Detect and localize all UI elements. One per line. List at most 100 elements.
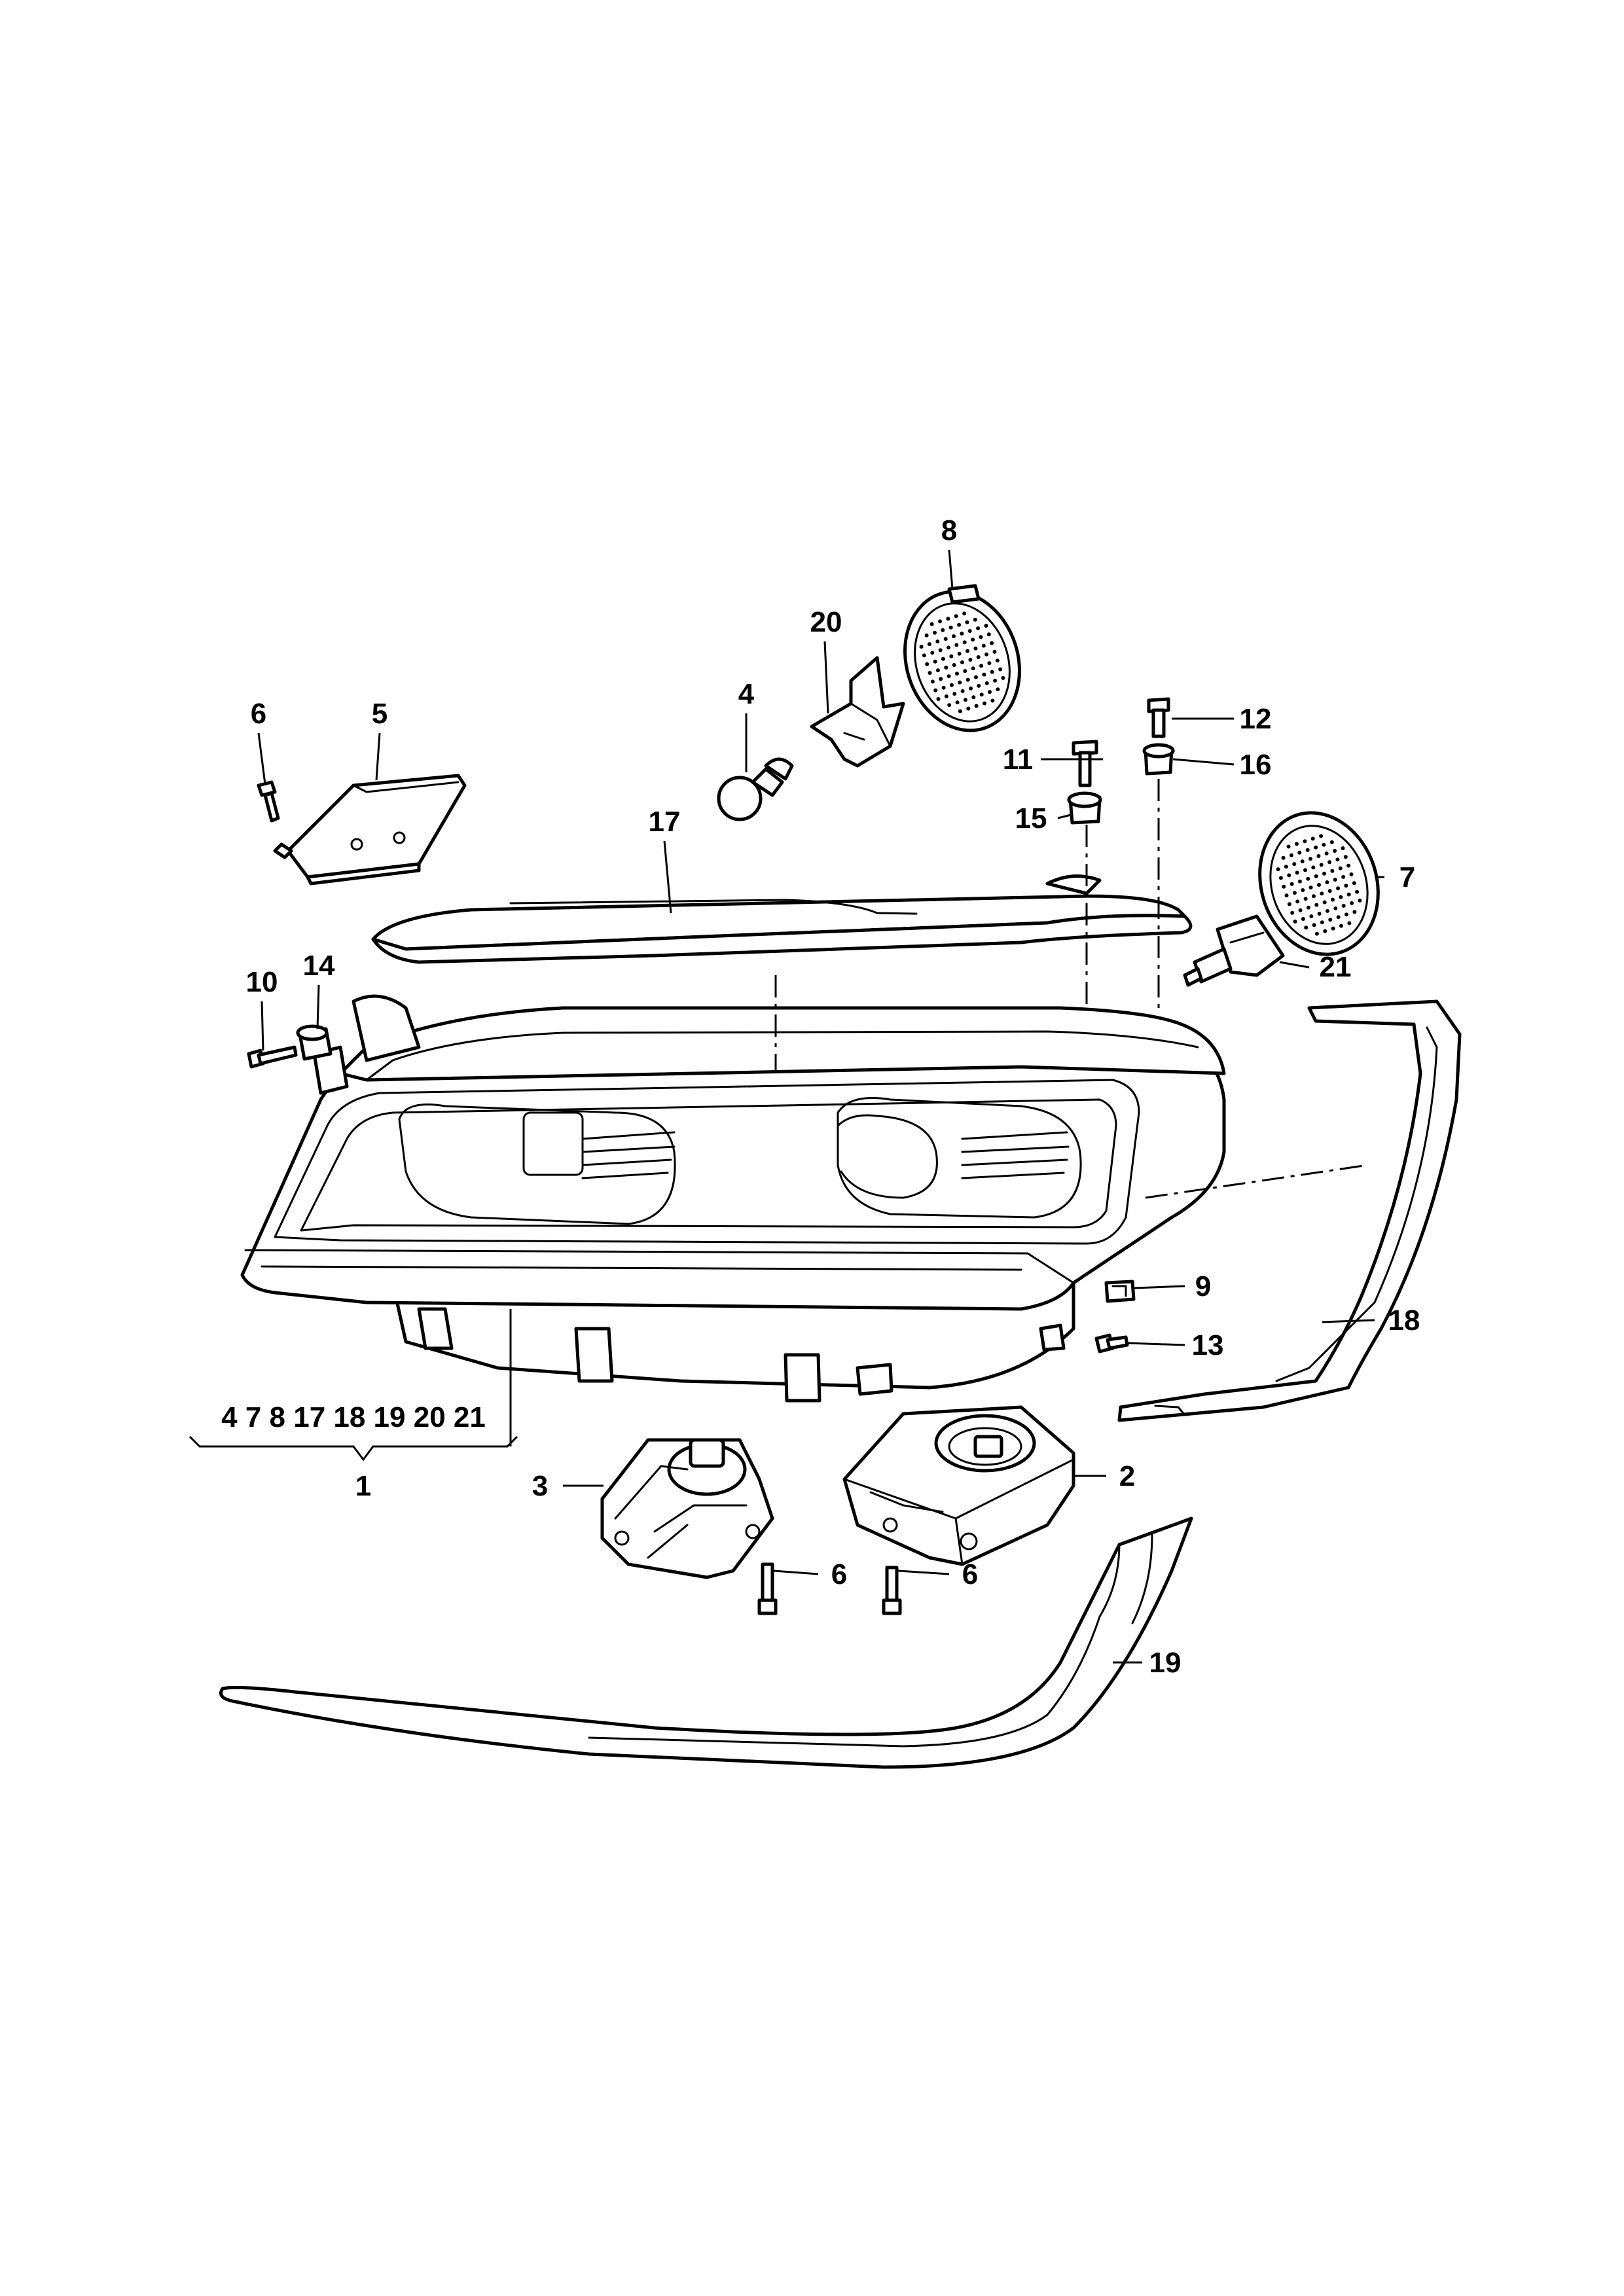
cap-texture-dot bbox=[938, 648, 943, 653]
cap-texture-dot bbox=[1344, 912, 1348, 917]
cap-texture-dot bbox=[1343, 855, 1348, 859]
cap-texture-dot bbox=[1320, 891, 1324, 896]
cap-texture-dot bbox=[1311, 865, 1316, 870]
callout-6-top: 6 bbox=[251, 698, 266, 730]
cap-texture-dot bbox=[1292, 862, 1297, 867]
cap-texture-dot bbox=[1333, 849, 1337, 853]
cap-texture-dot bbox=[928, 671, 932, 675]
callout-20: 20 bbox=[810, 606, 842, 638]
cap-texture-dot bbox=[929, 622, 934, 626]
cap-texture-dot bbox=[925, 662, 929, 666]
bulb-icon bbox=[717, 757, 794, 821]
cap-texture-dot bbox=[992, 649, 997, 654]
cap-texture-dot bbox=[1322, 871, 1326, 876]
cap-texture-dot bbox=[965, 620, 969, 624]
cap-texture-dot bbox=[1333, 878, 1337, 882]
cap-texture-dot bbox=[1349, 872, 1354, 876]
cap-texture-dot bbox=[935, 668, 940, 673]
cap-texture-dot bbox=[1341, 874, 1346, 879]
cap-texture-dot bbox=[1314, 845, 1318, 850]
cap-texture-dot bbox=[1295, 870, 1299, 875]
cap-texture-dot bbox=[1326, 908, 1329, 913]
cap-texture-dot bbox=[1297, 879, 1302, 884]
cap-texture-dot bbox=[1352, 881, 1356, 886]
leader-lines bbox=[257, 549, 1384, 1664]
cap-texture-dot bbox=[1290, 882, 1294, 886]
cap-texture-dot bbox=[1303, 839, 1307, 844]
cap-texture-dot bbox=[924, 633, 929, 637]
cap-texture-dot bbox=[1314, 874, 1318, 878]
cap-texture-dot bbox=[1295, 842, 1299, 846]
callout-16: 16 bbox=[1240, 749, 1272, 781]
cap-texture-dot bbox=[949, 654, 954, 658]
cap-texture-dot bbox=[984, 652, 989, 656]
cap-texture-dot bbox=[952, 692, 957, 696]
callout-7: 7 bbox=[1399, 861, 1415, 893]
cap-texture-dot bbox=[1290, 853, 1293, 857]
cap-texture-dot bbox=[1322, 842, 1326, 847]
cap-texture-dot bbox=[941, 685, 946, 690]
bulb-icon bbox=[1183, 914, 1285, 987]
cap-texture-dot bbox=[1308, 857, 1312, 861]
cap-texture-dot bbox=[998, 667, 1003, 672]
cap-texture-dot bbox=[1347, 921, 1352, 925]
callout-18: 18 bbox=[1388, 1304, 1420, 1336]
cap-texture-dot bbox=[1330, 869, 1335, 873]
cap-texture-dot bbox=[1310, 836, 1315, 841]
cap-texture-dot bbox=[1316, 854, 1321, 858]
cap-texture-dot bbox=[1312, 923, 1316, 927]
cap-texture-dot bbox=[1320, 920, 1324, 925]
cap-texture-dot bbox=[1287, 873, 1291, 878]
cap-texture-dot bbox=[1323, 929, 1327, 933]
cap-texture-dot bbox=[1346, 892, 1351, 897]
cap-texture-dot bbox=[979, 635, 983, 639]
cap-texture-dot bbox=[963, 698, 967, 702]
cap-texture-dot bbox=[922, 653, 926, 658]
cap-texture-dot bbox=[943, 637, 948, 641]
callout-19: 19 bbox=[1149, 1647, 1182, 1679]
cap-texture-dot bbox=[1346, 863, 1351, 868]
cap-texture-dot bbox=[1308, 886, 1313, 889]
callout-6-ballast: 6 bbox=[962, 1558, 978, 1590]
cap-texture-dot bbox=[957, 622, 962, 627]
cap-texture-dot bbox=[957, 651, 962, 656]
cap-texture-dot bbox=[1301, 917, 1305, 921]
cap-texture-dot bbox=[996, 687, 1000, 692]
cap-texture-dot bbox=[1306, 905, 1310, 910]
cap-texture-dot bbox=[952, 634, 956, 639]
cap-texture-dot bbox=[1286, 844, 1291, 849]
cap-texture-dot bbox=[960, 660, 964, 664]
cap-texture-dot bbox=[971, 666, 975, 671]
callout-3: 3 bbox=[532, 1470, 548, 1502]
cap-texture-dot bbox=[1314, 903, 1319, 907]
cap-texture-dot bbox=[1303, 897, 1308, 901]
cap-texture-dot bbox=[1358, 898, 1362, 903]
callout-14: 14 bbox=[303, 950, 335, 982]
callout-1: 1 bbox=[355, 1470, 371, 1502]
cap-texture-dot bbox=[982, 672, 986, 677]
cap-texture-dot bbox=[979, 664, 984, 668]
cap-texture-dot bbox=[984, 624, 988, 628]
cap-texture-dot bbox=[1324, 852, 1329, 855]
cap-texture-dot bbox=[1317, 912, 1322, 916]
cap-texture-dot bbox=[1278, 876, 1283, 880]
screw-icon bbox=[247, 697, 1170, 1615]
cap-texture-dot bbox=[947, 674, 951, 679]
cap-texture-dot bbox=[1292, 891, 1297, 895]
cap-texture-dot bbox=[990, 698, 995, 703]
callout-2: 2 bbox=[1119, 1460, 1135, 1492]
cap-texture-dot bbox=[958, 709, 962, 713]
cap-texture-dot bbox=[1331, 926, 1335, 931]
cap-texture-dot bbox=[954, 643, 959, 647]
cap-texture-dot bbox=[1341, 903, 1346, 908]
cap-texture-dot bbox=[960, 689, 965, 693]
bottom-trim-icon bbox=[219, 1516, 1193, 1769]
callout-9: 9 bbox=[1195, 1270, 1211, 1302]
cap-texture-dot bbox=[1352, 910, 1357, 914]
cap-texture-dot bbox=[974, 675, 978, 679]
cap-texture-dot bbox=[963, 669, 967, 673]
cap-texture-dot bbox=[1301, 888, 1305, 892]
cap-texture-dot bbox=[966, 706, 971, 711]
cap-texture-dot bbox=[976, 655, 981, 659]
